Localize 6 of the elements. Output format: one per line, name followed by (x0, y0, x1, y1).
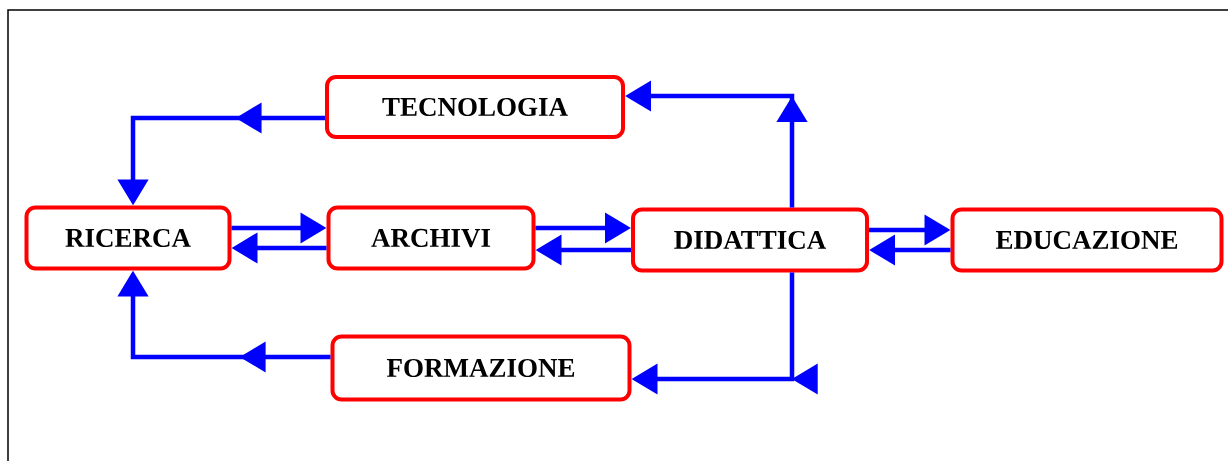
process-box: DIDATTICA (631, 207, 869, 273)
process-box: RICERCA (24, 205, 232, 271)
process-box: FORMAZIONE (330, 334, 632, 402)
process-box: ARCHIVI (326, 205, 536, 271)
process-box: TECNOLOGIA (325, 75, 625, 139)
process-box: EDUCAZIONE (950, 207, 1224, 273)
